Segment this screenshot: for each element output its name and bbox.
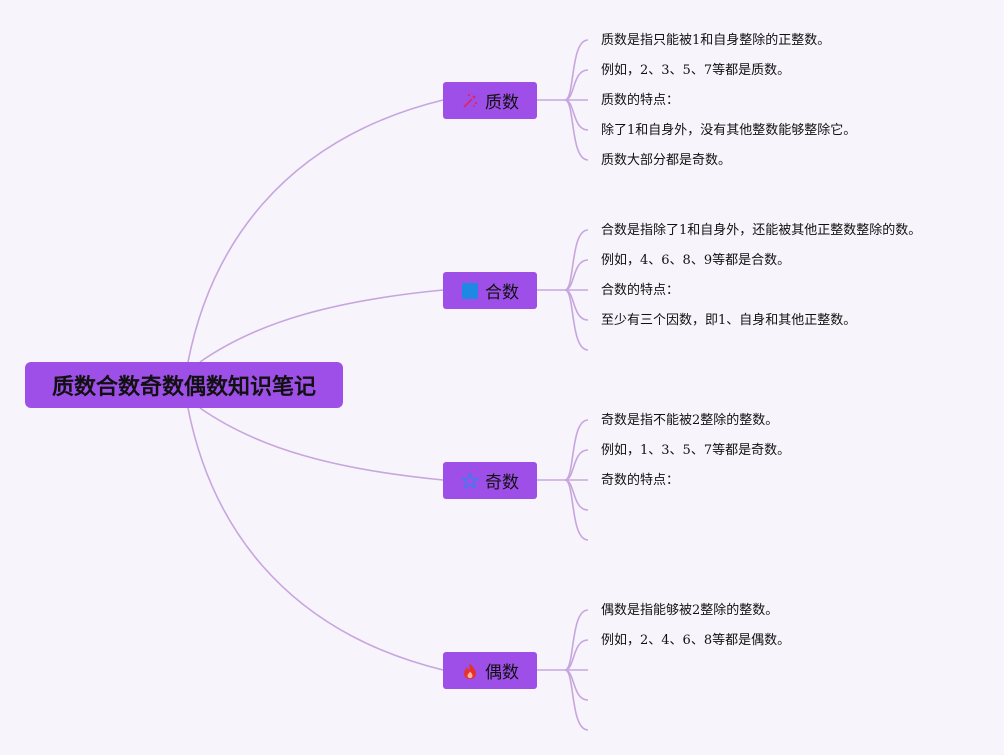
heshu-detail-1: 合数是指除了1和自身外，还能被其他正整数整除的数。 xyxy=(601,223,922,238)
sparkle-icon xyxy=(461,92,479,110)
jishu-detail-1: 奇数是指不能被2整除的整数。 xyxy=(601,413,779,428)
heshu-detail-4: 至少有三个因数，即1、自身和其他正整数。 xyxy=(601,313,857,328)
topic-zhishu[interactable]: 质数 xyxy=(443,82,537,119)
zhishu-detail-5: 质数大部分都是奇数。 xyxy=(601,153,732,168)
root-node[interactable]: 质数合数奇数偶数知识笔记 xyxy=(25,362,343,408)
jishu-leaf-edge xyxy=(564,449,589,481)
fire-icon xyxy=(461,662,479,680)
root-to-heshu-edge xyxy=(199,289,444,363)
zhishu-detail-3: 质数的特点： xyxy=(601,93,680,108)
zhishu-leaf-edge xyxy=(537,39,589,101)
heshu-leaf-edge xyxy=(564,259,589,291)
jishu-leaf-edge xyxy=(537,419,589,481)
topic-label: 偶数 xyxy=(485,663,519,683)
heshu-leaf-edge xyxy=(564,289,589,351)
topic-label: 质数 xyxy=(485,93,519,113)
topic-heshu[interactable]: 合数 xyxy=(443,272,537,309)
zhishu-leaf-edge xyxy=(564,69,589,101)
zhishu-detail-4: 除了1和自身外，没有其他整数能够整除它。 xyxy=(601,123,857,138)
blue-square-icon xyxy=(461,282,479,300)
zhishu-detail-1: 质数是指只能被1和自身整除的正整数。 xyxy=(601,33,831,48)
topic-label: 合数 xyxy=(485,283,519,303)
oushu-leaf-edge xyxy=(564,669,589,731)
oushu-detail-1: 偶数是指能够被2整除的整数。 xyxy=(601,603,779,618)
zhishu-detail-2: 例如，2、3、5、7等都是质数。 xyxy=(601,63,791,78)
oushu-detail-2: 例如，2、4、6、8等都是偶数。 xyxy=(601,633,791,648)
root-to-jishu-edge xyxy=(199,407,444,481)
root-to-oushu-edge xyxy=(187,407,444,671)
heshu-detail-2: 例如，4、6、8、9等都是合数。 xyxy=(601,253,791,268)
topic-jishu[interactable]: 奇数 xyxy=(443,462,537,499)
zhishu-leaf-edge xyxy=(564,99,589,161)
oushu-leaf-edge xyxy=(537,609,589,671)
topic-label: 奇数 xyxy=(485,473,519,493)
root-to-zhishu-edge xyxy=(187,99,444,363)
root-title: 质数合数奇数偶数知识笔记 xyxy=(51,375,316,400)
topic-oushu[interactable]: 偶数 xyxy=(443,652,537,689)
jishu-detail-2: 例如，1、3、5、7等都是奇数。 xyxy=(601,443,791,458)
jishu-leaf-edge xyxy=(564,479,589,541)
jishu-detail-3: 奇数的特点： xyxy=(601,473,680,488)
heshu-leaf-edge xyxy=(537,229,589,291)
heshu-detail-3: 合数的特点： xyxy=(601,283,680,298)
oushu-leaf-edge xyxy=(564,639,589,671)
star-outline-icon xyxy=(461,472,479,490)
